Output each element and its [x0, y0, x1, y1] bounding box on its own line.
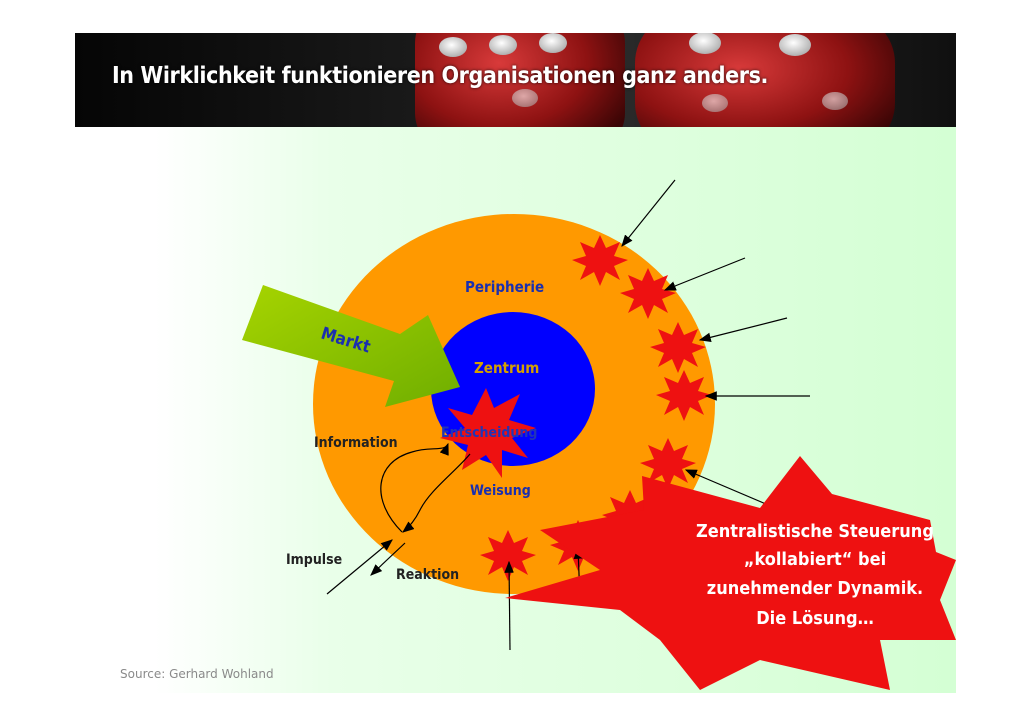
callout-text: Zentralistische Steuerung „kollabiert“ b…	[696, 521, 934, 629]
callout-burst	[505, 456, 956, 690]
entscheidung-label: Entscheidung	[441, 425, 537, 441]
markt-arrow	[242, 285, 460, 407]
source-note: Source: Gerhard Wohland	[120, 667, 274, 681]
callout-line-2: „kollabiert“ bei	[744, 549, 886, 570]
information-label: Information	[314, 435, 398, 451]
feedback-loop	[326, 442, 471, 595]
header-banner	[75, 33, 956, 127]
impulse-label: Impulse	[286, 552, 342, 568]
callout-line-4: Die Lösung…	[756, 608, 874, 629]
slide-title: In Wirklichkeit funktionieren Organisati…	[112, 63, 768, 89]
dice-image	[415, 33, 895, 127]
callout-line-3: zunehmender Dynamik.	[707, 578, 923, 599]
peripherie-label: Peripherie	[465, 278, 544, 296]
reaktion-label: Reaktion	[396, 567, 459, 583]
callout-line-1: Zentralistische Steuerung	[696, 521, 934, 542]
zentrum-label: Zentrum	[474, 359, 539, 377]
weisung-label: Weisung	[470, 483, 531, 499]
entscheidung-burst	[440, 388, 536, 478]
